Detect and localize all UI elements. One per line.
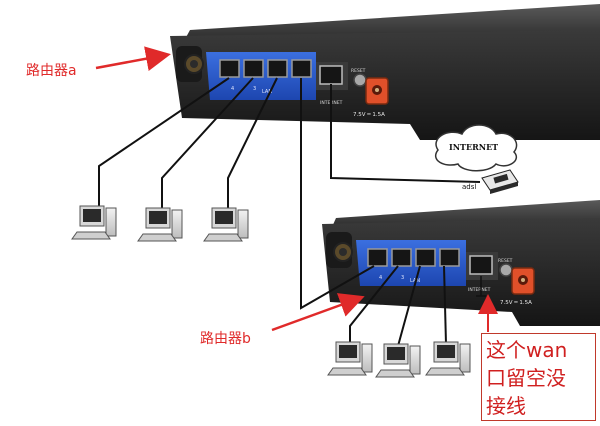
cable-b-pc2 [397,265,421,347]
computer-b2 [375,343,421,378]
wan-note-box: 这个wan 口留空没 接线 [481,333,596,421]
antenna-b [326,232,353,268]
wan-note-line-1: 这个wan [486,338,568,362]
reset-button-b [499,263,513,277]
cable-a-to-b [300,78,375,310]
router-a-label: 路由器a [26,63,77,79]
reset-label-a: RESET [351,68,366,74]
cable-internet-adsl [330,84,481,183]
computer-a1 [71,205,117,240]
cable-a-pc1 [98,77,230,208]
cable-b-pc3 [443,265,447,345]
port-number-4-a: 4 [231,86,234,92]
power-rating-a: 7.5V ═ 1.5A [353,112,385,118]
computer-b3 [425,341,471,376]
arrow-to-router-a [95,46,171,71]
lan-label-a: LAN [262,89,272,95]
internet-cloud-label: INTERNET [449,142,498,152]
cable-a-pc3 [227,77,278,210]
computer-a3 [203,207,249,242]
wan-note-line-2: 口留空没 [486,366,566,390]
lan-port-panel-b [356,240,466,286]
cables [98,77,481,347]
computer-b1 [327,341,373,376]
internet-cloud: INTERNET [435,124,518,172]
power-jack-a [365,77,389,105]
port-number-3-b: 3 [401,275,404,281]
power-jack-b [511,267,535,295]
computer-a2 [137,207,183,242]
internet-port-b [466,252,498,280]
reset-button-a [353,73,367,87]
cable-a-pc2 [161,77,254,210]
router-a: 4 3 LAN INTERNET RESET 7.5V ═ 1.5A [170,4,600,140]
internet-label-b: INTERNET [468,287,491,293]
arrow-to-router-b [271,293,365,332]
adsl-modem: adsl [462,169,519,194]
power-rating-b: 7.5V ═ 1.5A [500,300,532,306]
cable-b-pc1 [349,265,399,344]
wan-note-line-3: 接线 [486,394,526,418]
port-number-3-a: 3 [253,86,256,92]
port-number-4-b: 4 [379,275,382,281]
router-b: 4 3 LAN INTERNET RESET 7.5V ═ 1.5A [322,200,600,326]
adsl-label: adsl [462,183,476,191]
antenna-a [176,46,204,82]
reset-label-b: RESET [498,258,513,264]
router-b-label: 路由器b [200,331,251,347]
lan-port-panel-a [206,52,316,100]
